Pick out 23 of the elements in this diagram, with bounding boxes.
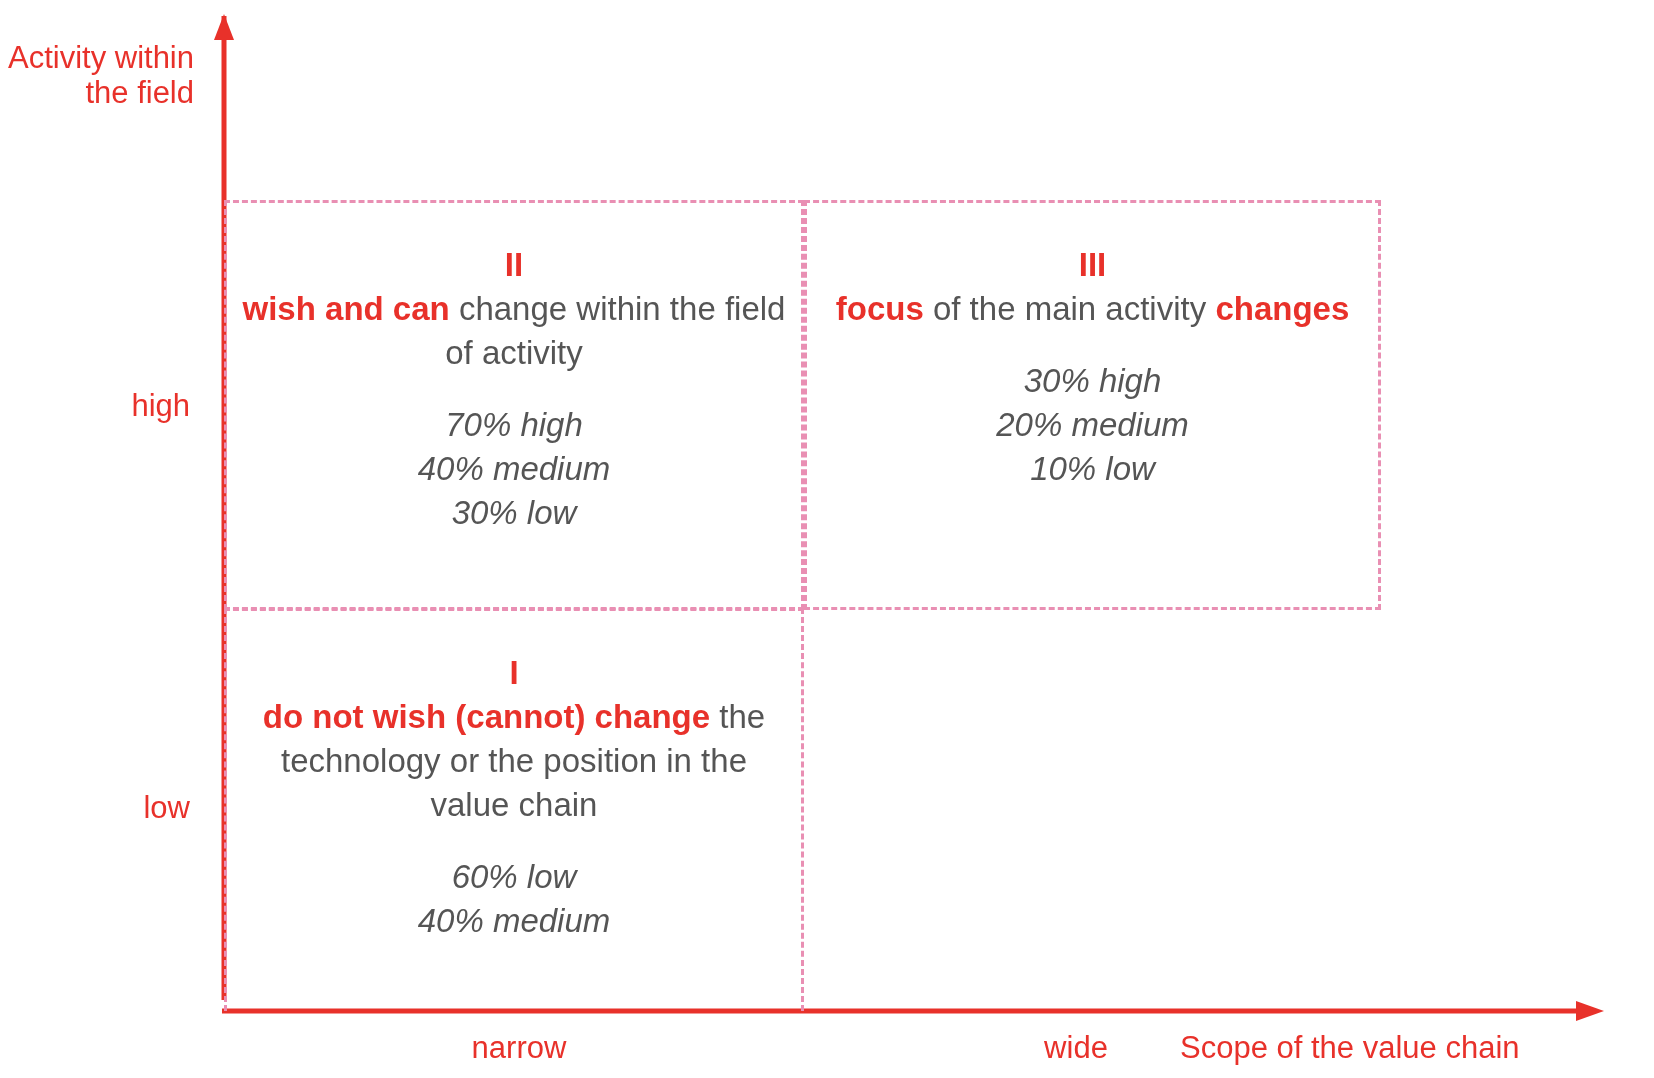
quadrant-number: III xyxy=(1078,245,1107,285)
percentage-text: 40% medium xyxy=(417,901,611,941)
axis-tick-label: low xyxy=(143,790,190,825)
quadrant-box xyxy=(224,608,804,1011)
axis-tick-label: high xyxy=(131,388,190,423)
quadrant-box xyxy=(224,200,804,610)
percentage-text: 40% medium xyxy=(417,449,611,489)
axis-title: Activity within the field xyxy=(6,40,194,110)
percentage-text: 30% low xyxy=(451,493,577,533)
percentage-text: 30% high xyxy=(1023,361,1162,401)
quadrant-box xyxy=(804,200,1381,610)
quadrant-number: II xyxy=(504,245,524,285)
quadrant-description: focus of the main activity changes xyxy=(834,289,1351,329)
percentage-text: 10% low xyxy=(1030,449,1155,489)
percentage-text: 20% medium xyxy=(996,405,1189,445)
quadrant-description: do not wish (cannot) change the technology or the position in the value chain xyxy=(261,697,767,825)
axis-tick-label: wide xyxy=(1044,1030,1108,1065)
percentage-text: 70% high xyxy=(445,405,583,445)
percentage-text: 60% low xyxy=(451,857,577,897)
quadrant-number: I xyxy=(509,653,519,693)
axis-tick-label: narrow xyxy=(471,1030,567,1065)
quadrant-description: wish and can change within the field of activity xyxy=(241,289,787,373)
axis-title: Scope of the value chain xyxy=(1180,1030,1520,1065)
